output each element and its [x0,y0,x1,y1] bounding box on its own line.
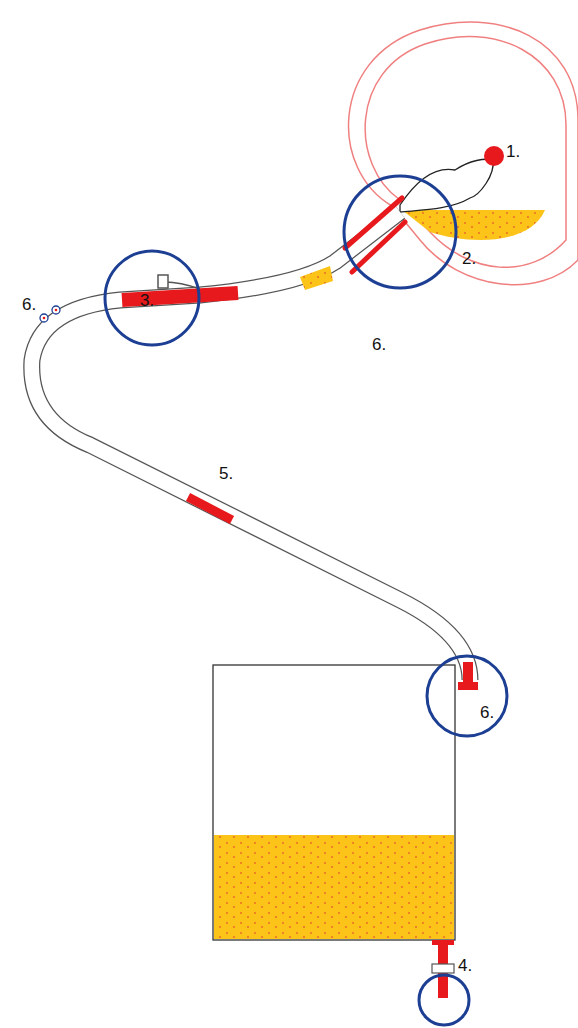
bag-urine [214,835,454,939]
air-bubble [55,309,58,312]
callout-number: 6. [480,704,494,721]
sampling-port [158,275,168,288]
bag-inlet [458,682,478,690]
catheter-tip [484,146,504,166]
callout-number: 1. [506,143,520,160]
callout-number: 3. [140,292,154,309]
bladder-urine [402,210,545,240]
callout-number: 2. [462,250,476,267]
drainage-bag [213,665,455,940]
catheter-junction [122,293,238,300]
urethra-wall [345,198,402,248]
highlight-ring [105,251,199,345]
bag-inlet [463,662,473,684]
drain-spout [432,940,454,945]
callout-number: 5. [219,465,233,482]
callout-number: 6. [372,336,386,353]
callout-number: 6. [22,296,36,313]
air-bubble [52,306,60,314]
air-bubble [43,317,46,320]
callout-number: 4. [458,957,472,974]
air-bubble [40,314,48,322]
tube-urine [300,266,333,290]
bladder-outer [349,22,578,285]
drain-valve [432,964,454,973]
drainage-tube [32,212,470,680]
highlight-ring [427,656,507,736]
tube-lumen [32,212,470,680]
port-line [165,282,200,289]
highlight-ring [344,176,456,288]
urethra-wall [352,222,405,272]
catheter-balloon [400,159,493,212]
tube-clamp [188,497,232,520]
highlight-ring [419,975,469,1025]
